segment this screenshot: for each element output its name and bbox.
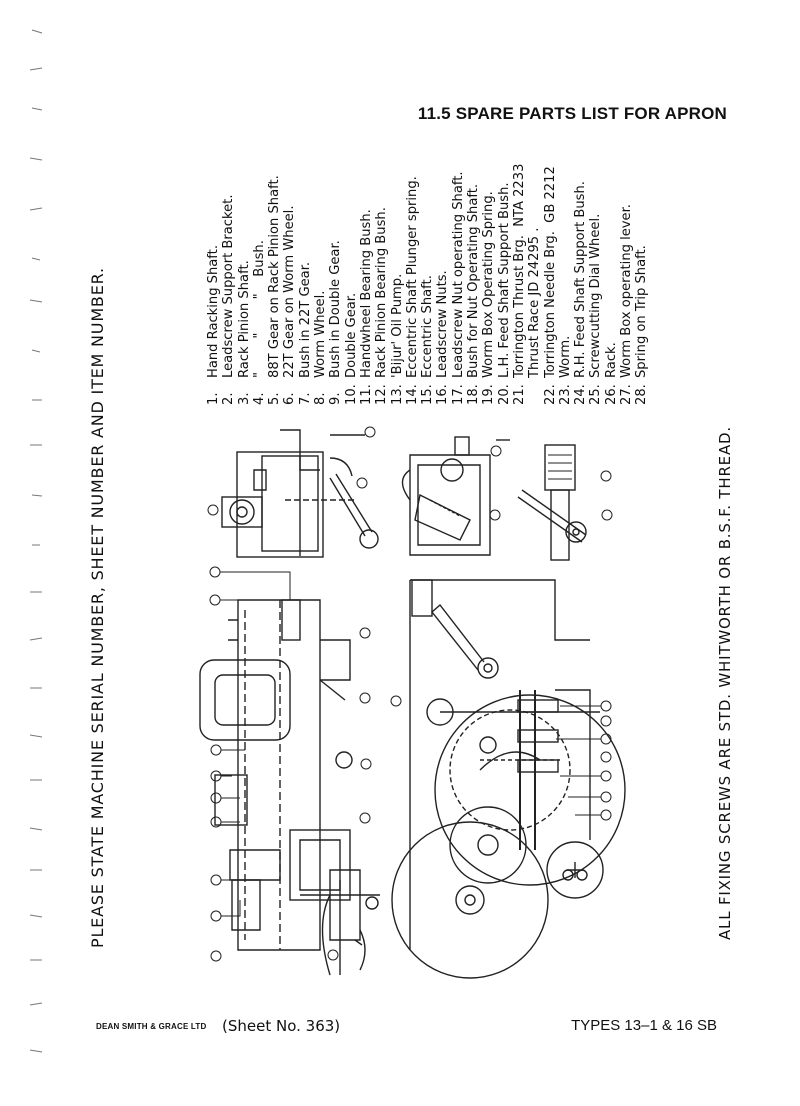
sheet-number: (Sheet No. 363) — [222, 1017, 341, 1035]
apron-section-view — [199, 599, 366, 971]
apron-front-view — [391, 579, 626, 979]
oil-pump-detail-view — [401, 436, 510, 556]
trip-shaft-detail-view — [517, 444, 587, 561]
page-title: 11.5 SPARE PARTS LIST FOR APRON — [417, 104, 727, 123]
margin-marks — [29, 29, 43, 1053]
item-callouts — [207, 426, 613, 962]
bracket-detail-view — [221, 429, 379, 558]
company-name: DEAN SMITH & GRACE LTD — [96, 1022, 207, 1031]
handwheel-view — [300, 880, 380, 976]
machine-types: TYPES 13–1 & 16 SB — [571, 1017, 717, 1034]
